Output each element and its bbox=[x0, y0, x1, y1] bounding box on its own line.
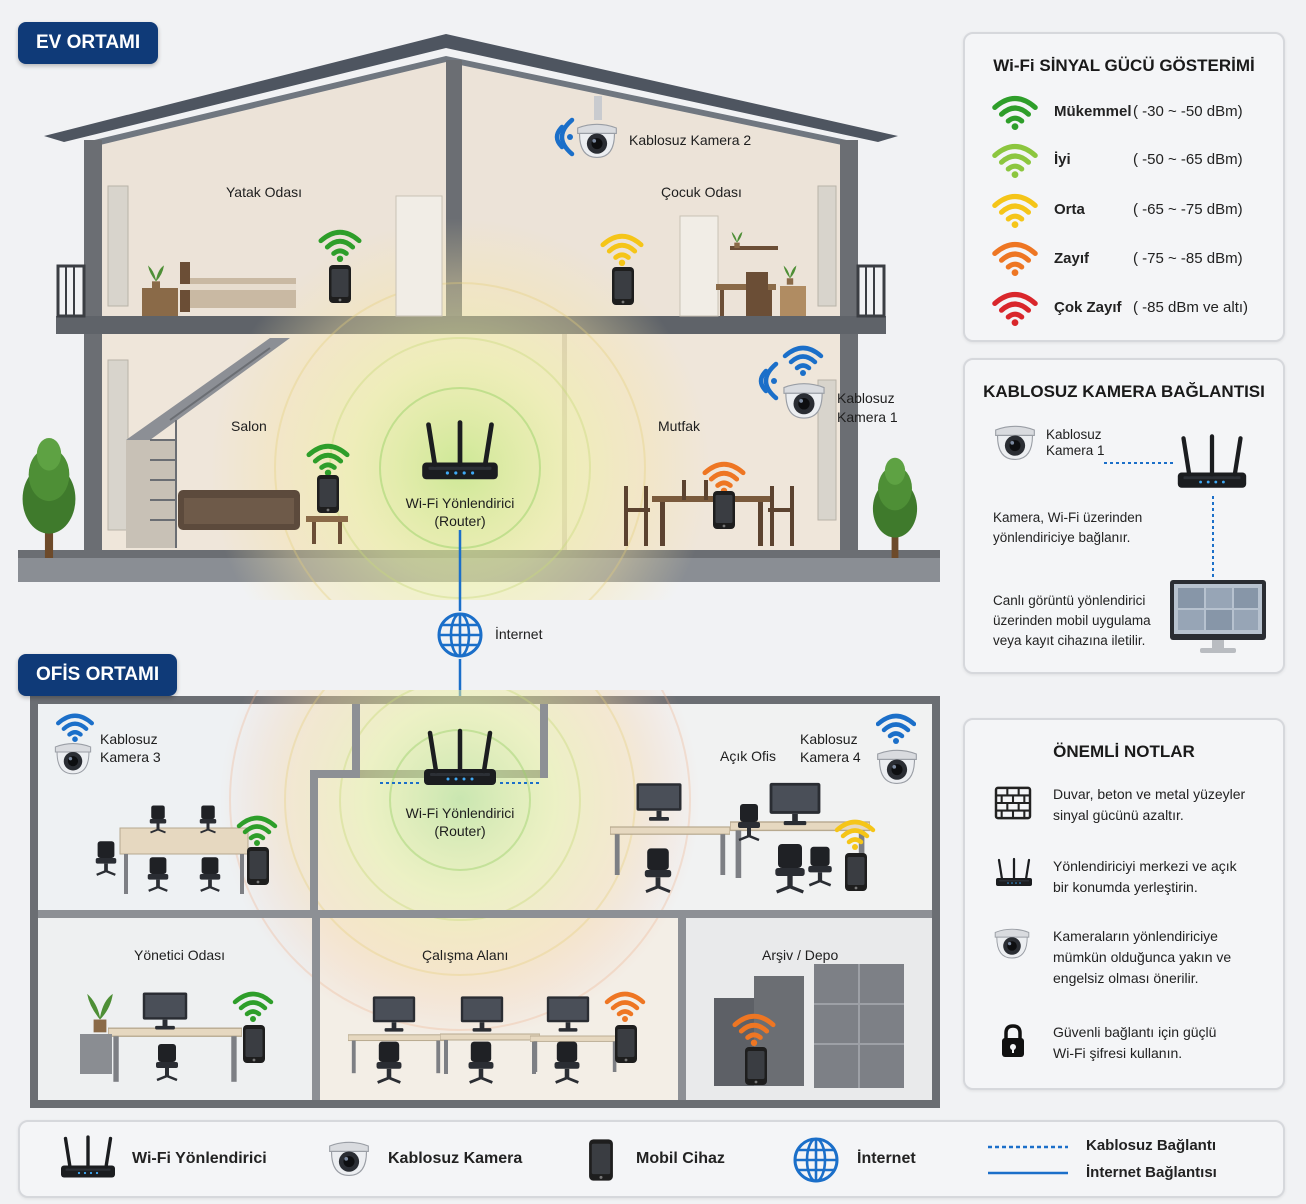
room-label-work-area: Çalışma Alanı bbox=[422, 947, 509, 963]
camera-panel-camera-label: Kablosuz Kamera 1 bbox=[1046, 427, 1105, 458]
monitor-recorder-icon bbox=[1170, 580, 1266, 653]
room-label-kitchen: Mutfak bbox=[658, 418, 701, 434]
wifi-signal-excellent-icon bbox=[306, 442, 350, 476]
mobile-device-icon bbox=[242, 1024, 266, 1064]
signal-excellent-range: ( -30 ~ -50 dBm) bbox=[1133, 103, 1243, 120]
signal-weak-range: ( -75 ~ -85 dBm) bbox=[1133, 250, 1243, 267]
signal-good-icon bbox=[992, 142, 1038, 178]
legend-router-label: Wi-Fi Yönlendirici bbox=[132, 1150, 267, 1167]
legend-camera-icon bbox=[326, 1136, 372, 1178]
wifi-signal-excellent-icon bbox=[232, 990, 274, 1022]
room-label-living-room: Salon bbox=[231, 418, 267, 434]
mobile-device-icon bbox=[246, 846, 270, 886]
router-icon bbox=[1174, 432, 1250, 494]
legend-internet-connection-label: İnternet Bağlantısı bbox=[1086, 1164, 1217, 1181]
home-router-label: Wi-Fi Yönlendirici (Router) bbox=[405, 495, 515, 529]
room-label-kids-room: Çocuk Odası bbox=[661, 184, 742, 200]
wifi-signal-excellent-icon bbox=[236, 814, 278, 846]
note-camera-placement: Kameraların yönlendiriciye mümkün olduğu… bbox=[1053, 928, 1232, 986]
signal-excellent-label: Mükemmel bbox=[1054, 103, 1132, 120]
wireless-camera-icon bbox=[992, 420, 1038, 462]
lock-icon bbox=[998, 1022, 1028, 1060]
camera-panel-text-2: Canlı görüntü yönlendirici üzerinden mob… bbox=[993, 593, 1151, 648]
legend-bar bbox=[18, 1120, 1285, 1198]
wifi-signal-excellent-icon bbox=[318, 228, 362, 262]
signal-weak-label: Zayıf bbox=[1054, 250, 1090, 267]
brick-wall-icon bbox=[994, 786, 1032, 820]
signal-panel-title: Wi-Fi SİNYAL GÜCÜ GÖSTERİMİ bbox=[993, 56, 1255, 75]
wireless-camera-2-icon bbox=[574, 118, 620, 160]
home-section-tag: EV ORTAMI bbox=[18, 22, 159, 64]
legend-mobile-label: Mobil Cihaz bbox=[636, 1150, 725, 1167]
mobile-device-icon bbox=[744, 1046, 768, 1086]
wifi-signal-medium-icon bbox=[600, 232, 644, 266]
signal-very-weak-label: Çok Zayıf bbox=[1054, 299, 1122, 316]
wireless-connection-line bbox=[1212, 496, 1214, 580]
camera-panel-text-1: Kamera, Wi-Fi üzerinden yönlendiriciye b… bbox=[993, 510, 1143, 545]
note-secure-password: Güvenli bağlantı için güçlü Wi-Fi şifres… bbox=[1053, 1024, 1217, 1061]
mobile-device-icon bbox=[316, 474, 340, 514]
wireless-connection-line bbox=[1104, 462, 1176, 464]
note-router-placement: Yönlendiriciyi merkezi ve açık bir konum… bbox=[1053, 858, 1237, 895]
wireless-wave-icon bbox=[554, 117, 575, 157]
room-label-manager-room: Yönetici Odası bbox=[134, 947, 226, 963]
wifi-signal-medium-icon bbox=[834, 818, 876, 850]
legend-router-icon bbox=[58, 1134, 118, 1182]
camera-icon bbox=[992, 924, 1032, 960]
mobile-device-icon bbox=[712, 490, 736, 530]
camera-4-label: Kablosuz Kamera 4 bbox=[800, 731, 861, 765]
notes-panel-title: ÖNEMLİ NOTLAR bbox=[1053, 742, 1195, 761]
wifi-signal-weak-icon bbox=[732, 1012, 776, 1046]
wireless-camera-1-icon bbox=[780, 378, 828, 420]
wireless-wave-icon bbox=[758, 361, 779, 401]
camera-panel-title: KABLOSUZ KAMERA BAĞLANTISI bbox=[983, 382, 1265, 401]
internet-label: İnternet bbox=[495, 626, 543, 642]
router-icon bbox=[994, 856, 1034, 890]
mobile-device-icon bbox=[611, 266, 635, 306]
signal-medium-label: Orta bbox=[1054, 201, 1085, 218]
legend-internet-icon bbox=[792, 1136, 840, 1184]
legend-internet-line bbox=[988, 1171, 1068, 1175]
signal-excellent-icon bbox=[992, 94, 1038, 130]
internet-globe-icon bbox=[436, 611, 484, 659]
mobile-device-icon bbox=[328, 264, 352, 304]
camera-mount-icon bbox=[594, 96, 602, 120]
note-walls: Duvar, beton ve metal yüzeyler sinyal gü… bbox=[1053, 786, 1246, 823]
signal-medium-range: ( -65 ~ -75 dBm) bbox=[1133, 201, 1243, 218]
mobile-device-icon bbox=[844, 852, 868, 892]
wireless-camera-3-icon bbox=[52, 738, 94, 776]
legend-wireless-line bbox=[988, 1145, 1068, 1149]
office-section-tag: OFİS ORTAMI bbox=[18, 654, 178, 696]
room-label-archive: Arşiv / Depo bbox=[762, 947, 839, 963]
mobile-device-icon bbox=[614, 1024, 638, 1064]
office-router-label: Wi-Fi Yönlendirici (Router) bbox=[405, 805, 515, 839]
home-router-icon bbox=[418, 420, 502, 484]
legend-mobile-icon bbox=[588, 1138, 614, 1182]
signal-weak-icon bbox=[992, 240, 1038, 276]
legend-wireless-label: Kablosuz Bağlantı bbox=[1086, 1137, 1217, 1154]
camera-3-label: Kablosuz Kamera 3 bbox=[100, 731, 161, 765]
wireless-camera-4-icon bbox=[874, 744, 920, 786]
signal-good-label: İyi bbox=[1054, 151, 1071, 168]
signal-good-range: ( -50 ~ -65 dBm) bbox=[1133, 151, 1243, 168]
legend-camera-label: Kablosuz Kamera bbox=[388, 1150, 523, 1167]
legend-internet-label: İnternet bbox=[857, 1150, 916, 1167]
camera-2-label: Kablosuz Kamera 2 bbox=[629, 132, 752, 148]
room-label-bedroom: Yatak Odası bbox=[226, 184, 303, 200]
camera-1-label: Kablosuz Kamera 1 bbox=[837, 390, 898, 425]
wifi-signal-weak-icon bbox=[604, 990, 646, 1022]
signal-very-weak-range: ( -85 dBm ve altı) bbox=[1133, 299, 1249, 316]
wifi-signal-weak-icon bbox=[702, 460, 746, 494]
wireless-connection-line bbox=[380, 782, 540, 784]
signal-very-weak-icon bbox=[992, 290, 1038, 326]
wireless-wave-icon bbox=[782, 344, 824, 376]
signal-medium-icon bbox=[992, 192, 1038, 228]
signal-strength-panel: Wi-Fi SİNYAL GÜCÜ GÖSTERİMİ bbox=[963, 32, 1285, 342]
wireless-wave-icon bbox=[876, 712, 916, 744]
room-label-open-office: Açık Ofis bbox=[720, 748, 777, 764]
